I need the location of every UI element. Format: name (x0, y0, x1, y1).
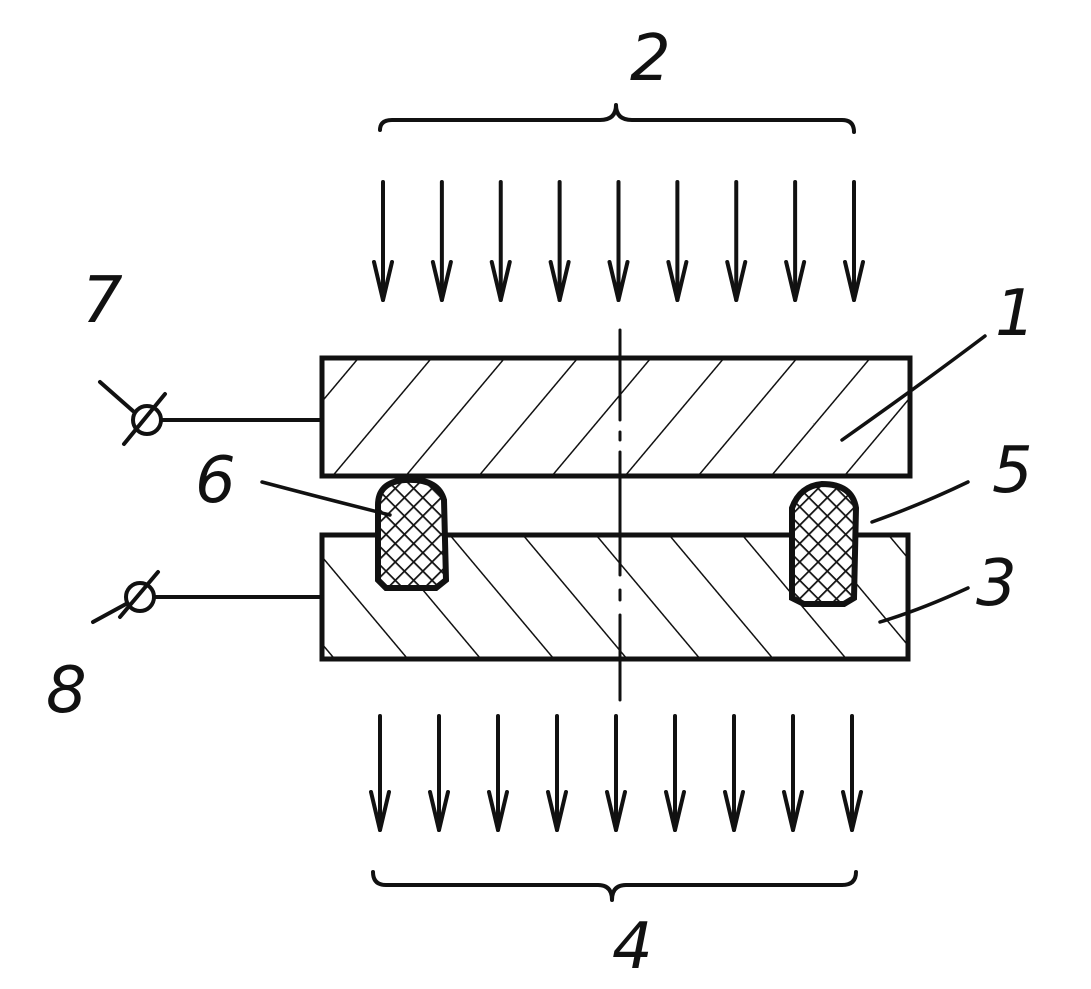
transmitted-arrows (369, 714, 863, 832)
transmitted-arrow-7 (723, 714, 745, 832)
incident-arrow-4 (548, 180, 571, 302)
transmitted-arrow-2 (428, 714, 450, 832)
leader-1 (840, 334, 987, 442)
label-1: 1 (995, 277, 1036, 351)
transmitted-arrow-9 (841, 714, 863, 832)
label-5: 5 (992, 434, 1033, 508)
terminal-bottom (91, 570, 324, 624)
incident-arrow-7 (725, 180, 748, 302)
leader-6 (260, 480, 392, 517)
label-6: 6 (195, 444, 236, 518)
transmitted-arrow-1 (369, 714, 391, 832)
seal-left (375, 476, 450, 591)
incident-arrow-6 (666, 180, 689, 302)
incident-arrow-9 (843, 180, 865, 302)
label-2: 2 (630, 22, 671, 96)
label-3: 3 (976, 547, 1017, 621)
incident-arrow-2 (430, 180, 453, 302)
transmitted-arrow-6 (664, 714, 686, 832)
incident-arrows (372, 180, 865, 302)
incident-arrow-5 (607, 180, 630, 302)
seal-right (789, 480, 860, 607)
leader-5 (870, 480, 970, 524)
upper-plate (319, 355, 913, 479)
bottom-brace (371, 870, 858, 902)
terminal-top (98, 380, 324, 446)
incident-arrow-1 (372, 180, 394, 302)
top-brace (378, 103, 856, 134)
incident-arrow-3 (489, 180, 512, 302)
transmitted-arrow-8 (782, 714, 804, 832)
transmitted-arrow-5 (605, 714, 627, 832)
transmitted-arrow-3 (487, 714, 509, 832)
transmitted-arrow-4 (546, 714, 568, 832)
label-4: 4 (612, 910, 653, 984)
label-7: 7 (82, 264, 123, 338)
label-8: 8 (46, 654, 87, 728)
incident-arrow-8 (784, 180, 807, 302)
leader-3 (878, 586, 970, 624)
